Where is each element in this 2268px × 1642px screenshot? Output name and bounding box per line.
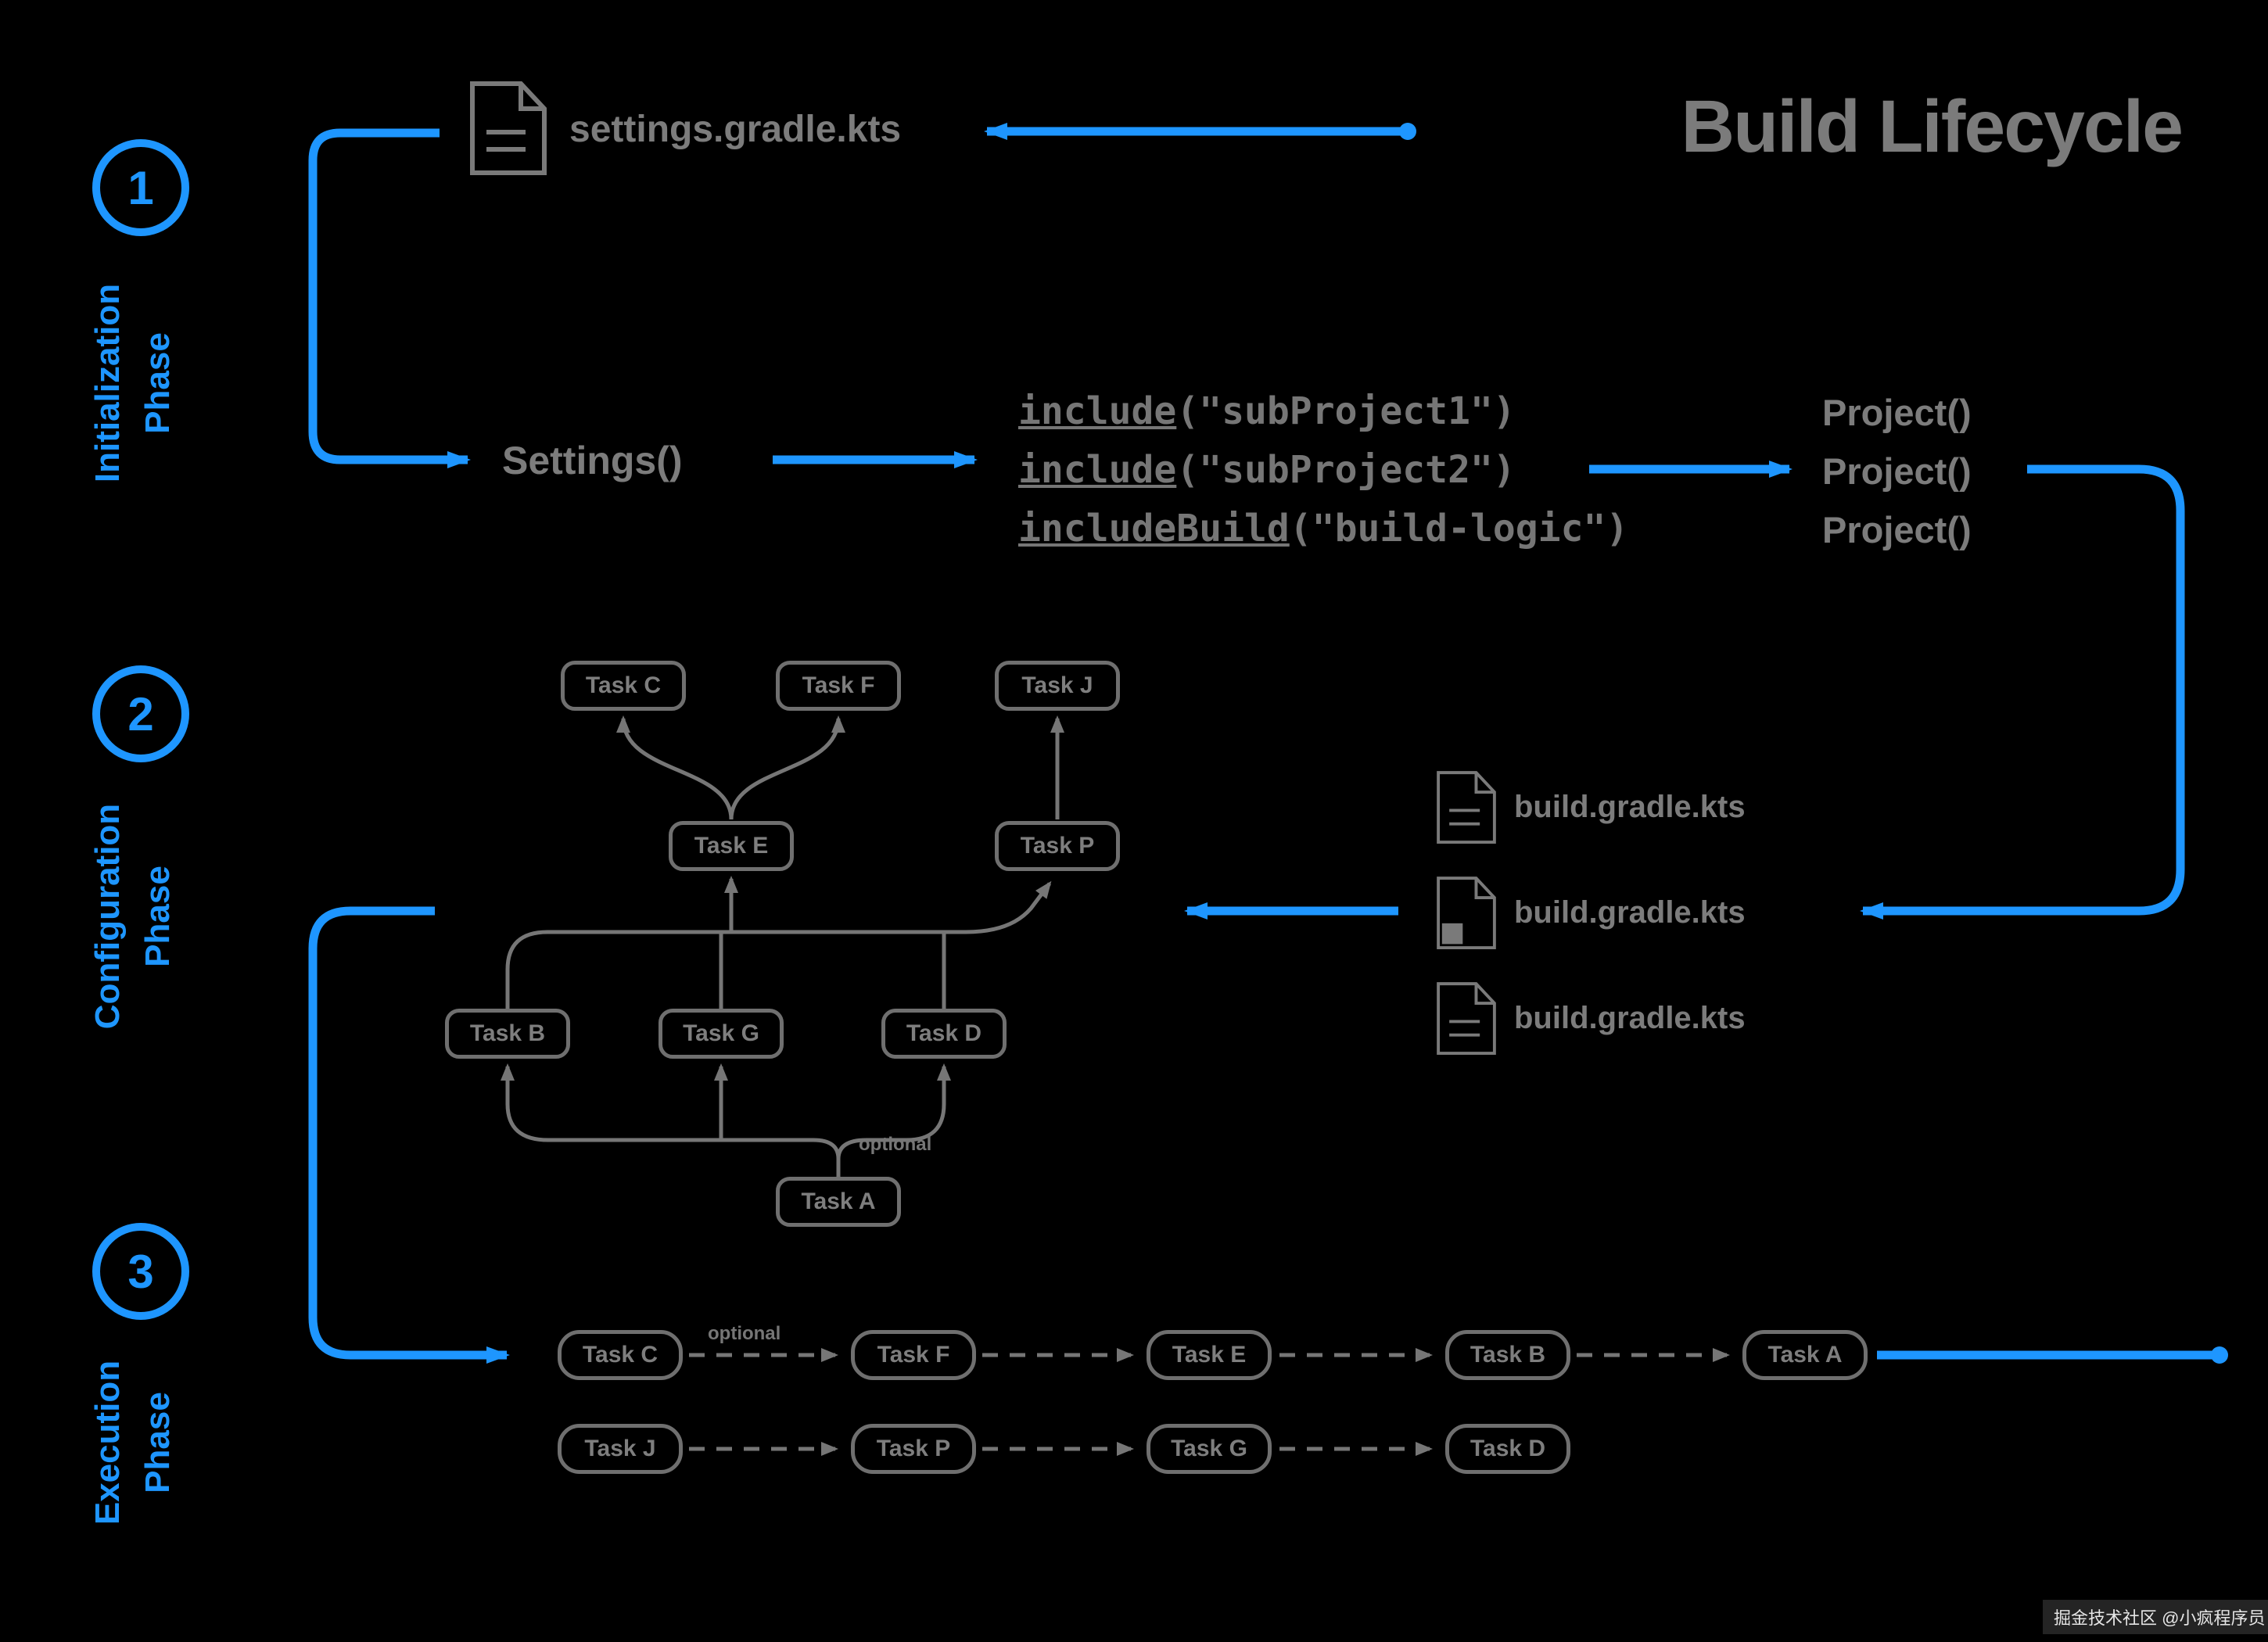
dag-edge-label: optional — [859, 1134, 932, 1155]
build-file-label-2: build.gradle.kts — [1514, 895, 1746, 930]
build-file-label-3: build.gradle.kts — [1514, 1001, 1746, 1035]
connector-dag-to-execution — [308, 906, 510, 1364]
dag-task-b: Task B — [445, 1009, 570, 1059]
bracket-file-to-settings-object — [308, 128, 471, 468]
project-object-2: Project() — [1822, 450, 1972, 492]
dag-task-g: Task G — [659, 1009, 784, 1059]
code-include-2: include("subProject2") — [1018, 448, 1516, 492]
phase-3-badge: 3 — [92, 1223, 189, 1320]
watermark: 掘金技术社区 @小疯程序员 — [2043, 1600, 2268, 1634]
build-file-icon-2 — [1437, 877, 1496, 949]
dag-task-j: Task J — [995, 661, 1120, 711]
dag-task-p: Task P — [995, 821, 1120, 871]
phase-2-label: Configuration Phase — [88, 803, 177, 1030]
build-file-label-1: build.gradle.kts — [1514, 790, 1746, 824]
project-object-3: Project() — [1822, 509, 1972, 550]
build-file-icon-1 — [1437, 771, 1496, 844]
exec-r1-task-2: Task F — [851, 1330, 976, 1380]
connector-projects-to-build-files — [1860, 464, 2185, 920]
exec-edge-label: optional — [708, 1323, 781, 1344]
exec-r2-task-1: Task J — [558, 1424, 683, 1474]
dag-task-e: Task E — [669, 821, 794, 871]
phase-3-number: 3 — [127, 1245, 154, 1298]
settings-object-label: Settings() — [502, 439, 683, 482]
exec-r1-task-1: Task C — [558, 1330, 683, 1380]
phase-1-badge: 1 — [92, 139, 189, 236]
exec-r1-task-3: Task E — [1147, 1330, 1272, 1380]
exec-r2-task-4: Task D — [1445, 1424, 1570, 1474]
phase-1-label: Initialization Phase — [88, 283, 177, 483]
dag-task-d: Task D — [881, 1009, 1007, 1059]
edge-e-to-c — [616, 715, 734, 820]
code-include-1: include("subProject1") — [1018, 389, 1516, 433]
phase-3-label: Execution Phase — [88, 1360, 177, 1525]
exec-r2-task-3: Task G — [1147, 1424, 1272, 1474]
edge-a-to-b — [501, 1063, 841, 1177]
edge-rail-b-to-p — [505, 880, 1052, 1009]
dag-task-f: Task F — [776, 661, 901, 711]
edge-a-to-d — [836, 1063, 951, 1160]
settings-file-label: settings.gradle.kts — [569, 109, 902, 150]
phase-2-badge: 2 — [92, 665, 189, 762]
dag-task-a: Task A — [776, 1177, 901, 1227]
page-title: Build Lifecycle — [1681, 85, 2184, 168]
phase-1-number: 1 — [127, 161, 154, 214]
phase-2-number: 2 — [127, 687, 154, 740]
code-include-build: includeBuild("build-logic") — [1018, 507, 1629, 550]
project-object-1: Project() — [1822, 392, 1972, 433]
build-file-icon-3 — [1437, 982, 1496, 1055]
exec-r1-task-4: Task B — [1445, 1330, 1570, 1380]
exec-r2-task-2: Task P — [851, 1424, 976, 1474]
settings-file-icon — [470, 81, 547, 175]
exec-r1-task-5: Task A — [1742, 1330, 1868, 1380]
edge-e-to-f — [729, 715, 845, 820]
dag-task-c: Task C — [561, 661, 686, 711]
